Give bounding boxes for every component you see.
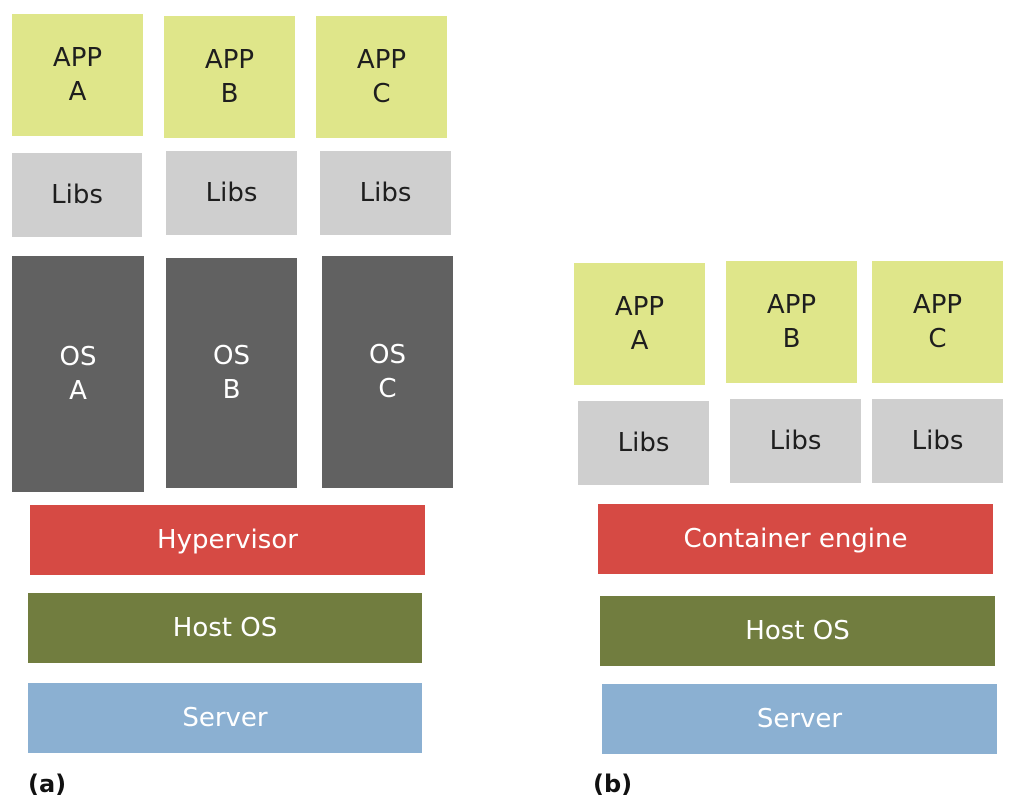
vm-app-a-block: APP A — [12, 14, 143, 136]
app-id: B — [782, 324, 801, 354]
app-id: B — [220, 79, 239, 109]
libs-label: Libs — [911, 426, 964, 456]
host-os-label: Host OS — [172, 613, 278, 643]
caption-b: (b) — [593, 770, 633, 798]
container-app-a-block: APP A — [574, 263, 705, 385]
vm-app-c-block: APP C — [316, 16, 447, 138]
container-app-b-block: APP B — [726, 261, 857, 383]
container-engine-label: Container engine — [683, 524, 908, 554]
container-libs-b-block: Libs — [730, 399, 861, 483]
server-label: Server — [756, 704, 843, 734]
os-label: OS — [369, 340, 406, 370]
vm-host-os-layer: Host OS — [28, 593, 422, 663]
vm-libs-b-block: Libs — [166, 151, 297, 235]
app-id: C — [928, 324, 947, 354]
os-id: A — [69, 376, 87, 406]
caption-a: (a) — [28, 770, 67, 798]
container-host-os-layer: Host OS — [600, 596, 995, 666]
vm-app-b-block: APP B — [164, 16, 295, 138]
libs-label: Libs — [51, 180, 103, 210]
container-libs-c-block: Libs — [872, 399, 1003, 483]
server-label: Server — [182, 703, 268, 733]
app-id: A — [630, 326, 649, 356]
hypervisor-layer: Hypervisor — [30, 505, 425, 575]
app-label: APP — [204, 45, 255, 75]
container-server-layer: Server — [602, 684, 997, 754]
os-id: C — [378, 374, 397, 404]
os-id: B — [222, 375, 241, 405]
libs-label: Libs — [359, 178, 412, 208]
app-id: C — [372, 79, 391, 109]
app-id: A — [68, 77, 87, 107]
app-label: APP — [912, 290, 963, 320]
libs-label: Libs — [205, 178, 258, 208]
app-label: APP — [356, 45, 407, 75]
os-label: OS — [213, 341, 250, 371]
vm-os-c-block: OS C — [322, 256, 453, 488]
app-label: APP — [766, 290, 817, 320]
vm-os-a-block: OS A — [12, 256, 144, 492]
hypervisor-label: Hypervisor — [157, 525, 298, 555]
app-label: APP — [614, 292, 665, 322]
libs-label: Libs — [617, 428, 670, 458]
app-label: APP — [52, 43, 103, 73]
host-os-label: Host OS — [745, 616, 850, 646]
vm-server-layer: Server — [28, 683, 422, 753]
vm-libs-c-block: Libs — [320, 151, 451, 235]
os-label: OS — [59, 342, 97, 372]
container-libs-a-block: Libs — [578, 401, 709, 485]
vm-libs-a-block: Libs — [12, 153, 142, 237]
container-engine-layer: Container engine — [598, 504, 993, 574]
container-app-c-block: APP C — [872, 261, 1003, 383]
libs-label: Libs — [769, 426, 822, 456]
vm-os-b-block: OS B — [166, 258, 297, 488]
